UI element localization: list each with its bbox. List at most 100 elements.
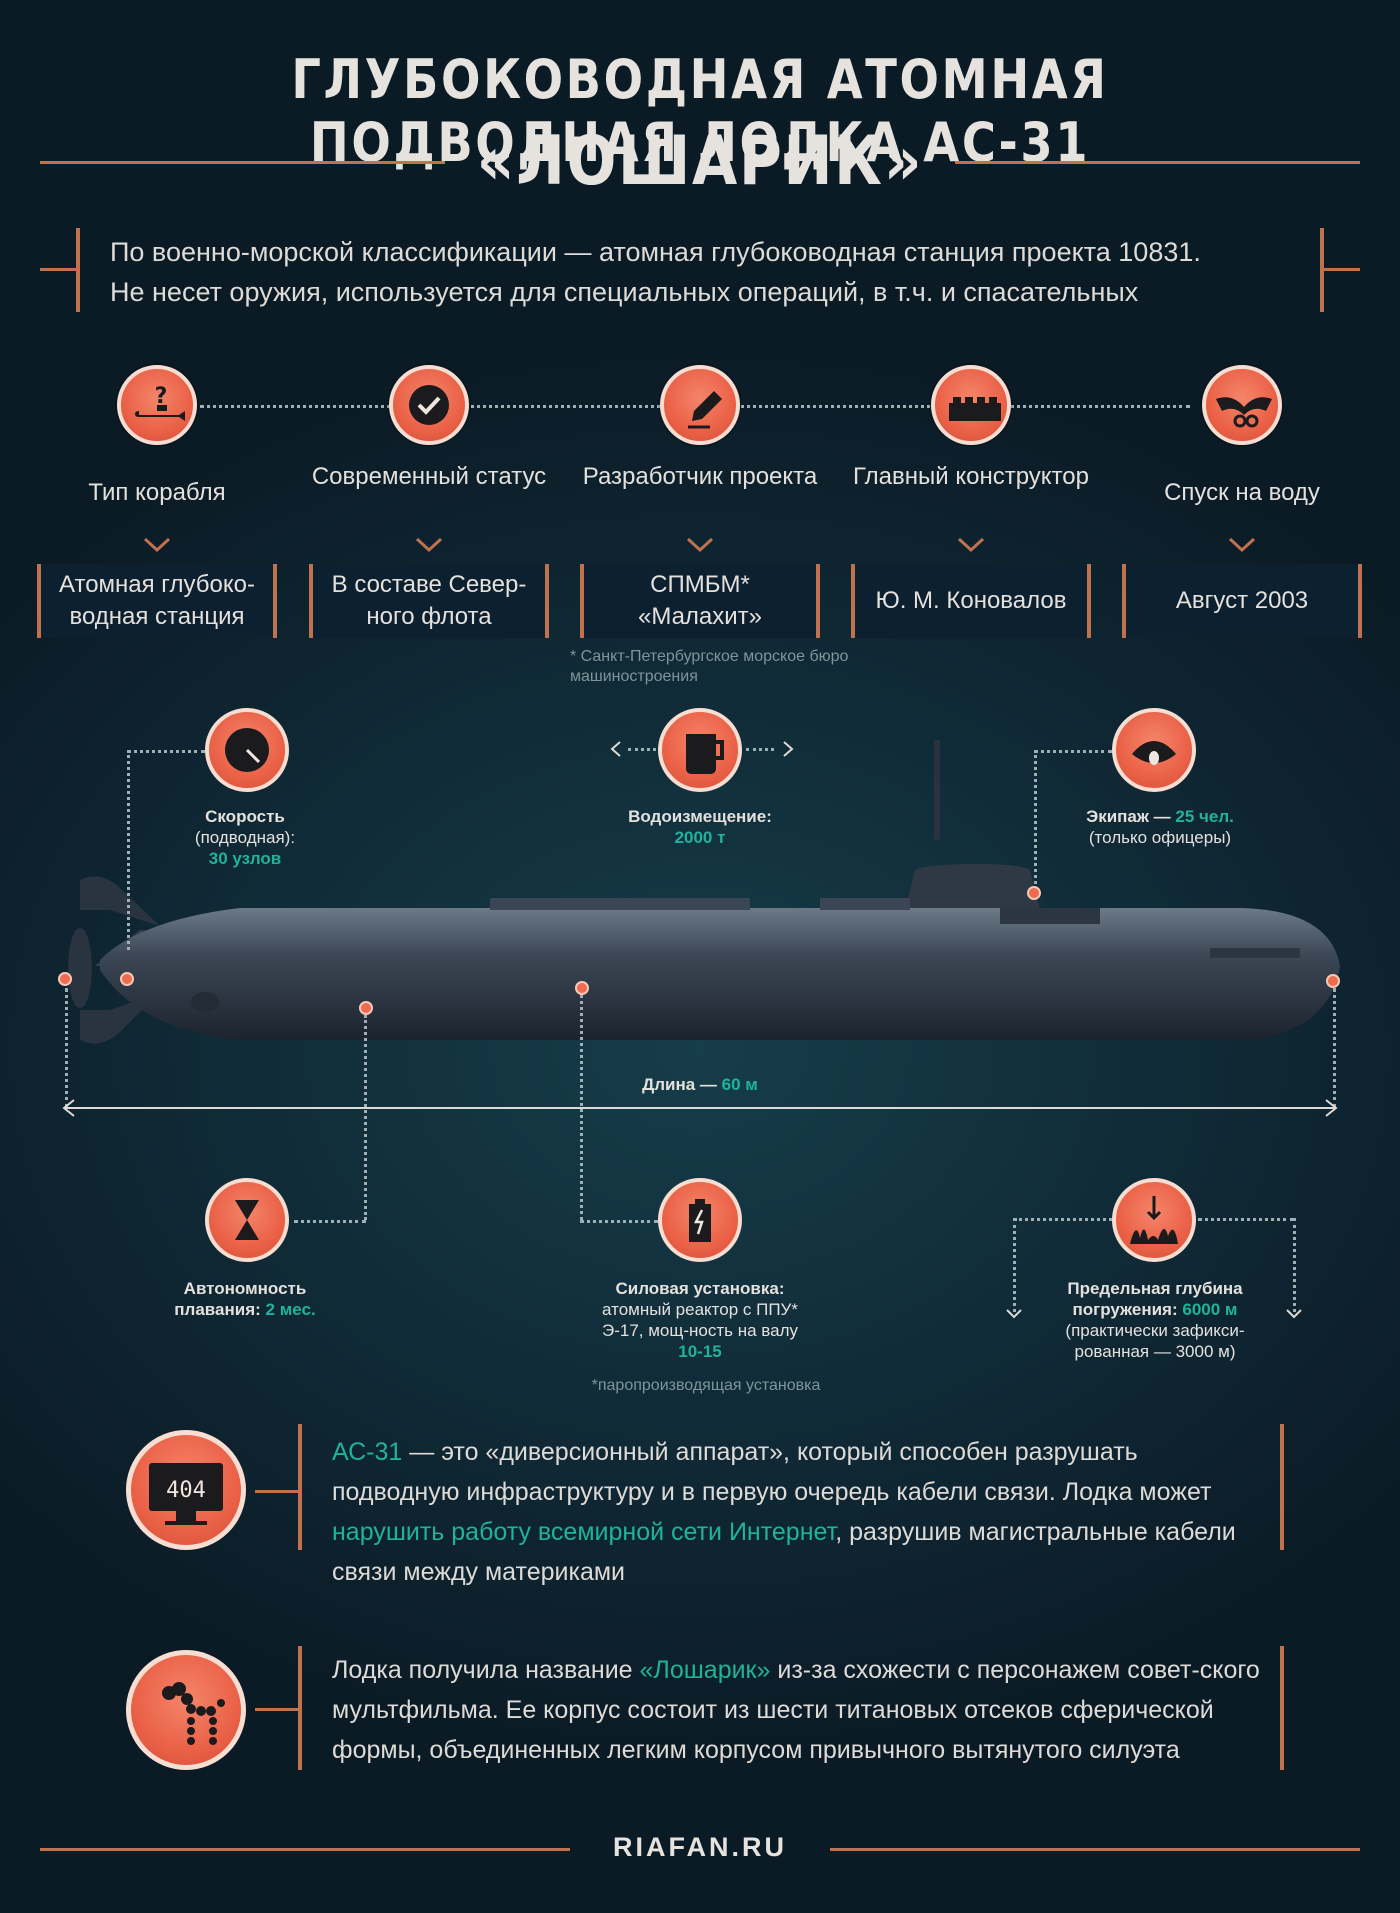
length-arrow xyxy=(62,1099,1338,1117)
battery-icon xyxy=(658,1178,742,1262)
depth-sub: (практически зафикси-рованная — 3000 м) xyxy=(1065,1321,1245,1361)
power-leader-h xyxy=(580,1220,658,1223)
note-1-text: АС-31 — это «диверсионный аппарат», кото… xyxy=(332,1432,1272,1592)
autonomy-spec: Автономность плавания: 2 мес. xyxy=(160,1278,330,1320)
power-label: Силовая установка: xyxy=(615,1279,785,1298)
autonomy-leader xyxy=(364,1015,367,1220)
intro-line-1: По военно-морской классификации — атомна… xyxy=(110,237,1201,267)
speed-label: Скорость xyxy=(205,807,285,826)
intro-tick-left xyxy=(40,268,78,271)
note-2-text: Лодка получила название «Лошарик» из-за … xyxy=(332,1650,1272,1770)
note-2-body-1: Лодка получила название xyxy=(332,1656,640,1684)
footer-rule-right xyxy=(830,1848,1360,1851)
displacement-value: 2000 т xyxy=(674,828,726,847)
chevron-down-icon xyxy=(1286,1309,1302,1319)
displacement-dots-left xyxy=(628,748,656,751)
officer-cap-icon xyxy=(1112,708,1196,792)
displacement-spec: Водоизмещение: 2000 т xyxy=(600,806,800,848)
intro-bracket-right xyxy=(1320,228,1324,312)
depth-leader-vright xyxy=(1293,1218,1296,1312)
fact-label-developer: Разработчик проекта xyxy=(582,463,818,490)
brick-icon xyxy=(931,365,1011,445)
fact-value-launch: Август 2003 xyxy=(1122,564,1362,638)
chevron-down-icon xyxy=(143,537,171,553)
autonomy-label: Автономность плавания: xyxy=(174,1279,307,1319)
submarine-question-icon: ? xyxy=(117,365,197,445)
monitor-404-screen: 404 xyxy=(166,1478,206,1503)
fact-label-status: Современный статус xyxy=(311,463,547,490)
note-1-bracket-left xyxy=(298,1424,302,1550)
fact-value-developer: СПМБМ* «Малахит» xyxy=(580,564,820,638)
length-value: 60 м xyxy=(721,1075,758,1094)
depth-leader-left xyxy=(1014,1218,1112,1221)
power-sub: атомный реактор с ППУ* Э-17, мощ-ность н… xyxy=(601,1300,798,1340)
speed-sub: (подводная): xyxy=(194,828,296,847)
power-leader xyxy=(580,995,583,1220)
note-1-body-2: , разрушив магистральные кабели связи ме… xyxy=(332,1518,1236,1586)
speed-leader xyxy=(127,750,130,950)
depth-value: 6000 м xyxy=(1182,1300,1238,1319)
chevron-down-icon xyxy=(686,537,714,553)
depth-label: Предельная глубина погружения: xyxy=(1067,1279,1243,1319)
speed-value: 30 узлов xyxy=(208,849,282,868)
intro-tick-right xyxy=(1324,268,1360,271)
crew-leader xyxy=(1034,750,1037,890)
intro-bracket-left xyxy=(76,228,80,312)
intro-text: По военно-морской классификации — атомна… xyxy=(110,232,1300,312)
fact-value-designer: Ю. М. Коновалов xyxy=(851,564,1091,638)
note-1-highlight-1: АС-31 xyxy=(332,1438,403,1466)
fact-label-launch: Спуск на воду xyxy=(1164,479,1320,506)
autonomy-leader-h xyxy=(294,1220,366,1223)
chevron-right-icon xyxy=(783,741,794,757)
ribbon-cutting-icon xyxy=(1202,365,1282,445)
loshariki-character-icon xyxy=(126,1650,246,1770)
checkmark-icon xyxy=(389,365,469,445)
autonomy-value: 2 мес. xyxy=(265,1300,316,1319)
developer-footnote: * Санкт-Петербургское морское бюро машин… xyxy=(570,648,849,685)
power-spec: Силовая установка: атомный реактор с ППУ… xyxy=(600,1278,800,1362)
fact-value-type: Атомная глубоко-водная станция xyxy=(37,564,277,638)
note-1-highlight-2: нарушить работу всемирной сети Интернет xyxy=(332,1518,836,1546)
speedometer-icon xyxy=(205,708,289,792)
length-leader-left xyxy=(65,988,68,1108)
length-leader-right xyxy=(1333,988,1336,1108)
point-marker xyxy=(1027,886,1041,900)
footer-rule-left xyxy=(40,1848,570,1851)
note-2-highlight: «Лошарик» xyxy=(639,1656,771,1684)
length-spec: Длина — 60 м xyxy=(600,1074,800,1095)
brand-logo: RIAFAN.RU xyxy=(613,1832,787,1862)
chevron-down-icon xyxy=(1228,537,1256,553)
point-marker xyxy=(58,972,72,986)
note-2-bracket-left xyxy=(298,1646,302,1770)
note-2-tick xyxy=(255,1708,300,1711)
title-rule-right xyxy=(955,161,1360,164)
pencil-icon xyxy=(660,365,740,445)
fact-label-type: Тип корабля xyxy=(88,479,226,506)
page-subtitle: «ЛОШАРИК» xyxy=(476,122,924,201)
chevron-down-icon xyxy=(415,537,443,553)
intro-line-2: Не несет оружия, используется для специа… xyxy=(110,277,1139,307)
speed-leader-h xyxy=(127,750,205,753)
svg-text:?: ? xyxy=(155,384,168,409)
speed-spec: Скорость (подводная): 30 узлов xyxy=(160,806,330,869)
depth-spec: Предельная глубина погружения: 6000 м (п… xyxy=(1050,1278,1260,1362)
fact-value-status: В составе Север-ного флота xyxy=(309,564,549,638)
crew-label: Экипаж — xyxy=(1086,807,1176,826)
chevron-down-icon xyxy=(957,537,985,553)
note-1-body-1: — это «диверсионный аппарат», который сп… xyxy=(332,1438,1212,1506)
depth-leader-right xyxy=(1198,1218,1294,1221)
length-label: Длина — xyxy=(642,1075,722,1094)
point-marker xyxy=(359,1001,373,1015)
crew-spec: Экипаж — 25 чел. (только офицеры) xyxy=(1060,806,1260,848)
chevron-left-icon xyxy=(610,741,621,757)
point-marker xyxy=(120,972,134,986)
point-marker xyxy=(575,981,589,995)
crew-value: 25 чел. xyxy=(1175,807,1234,826)
displacement-dots-right xyxy=(746,748,774,751)
note-2-bracket-right xyxy=(1280,1646,1284,1770)
seabed-depth-icon xyxy=(1112,1178,1196,1262)
note-2-body-2: из-за схожести с персонажем совет-ского … xyxy=(332,1656,1260,1764)
depth-leader-vleft xyxy=(1013,1218,1016,1312)
crew-sub: (только офицеры) xyxy=(1088,828,1232,847)
point-marker xyxy=(1326,974,1340,988)
